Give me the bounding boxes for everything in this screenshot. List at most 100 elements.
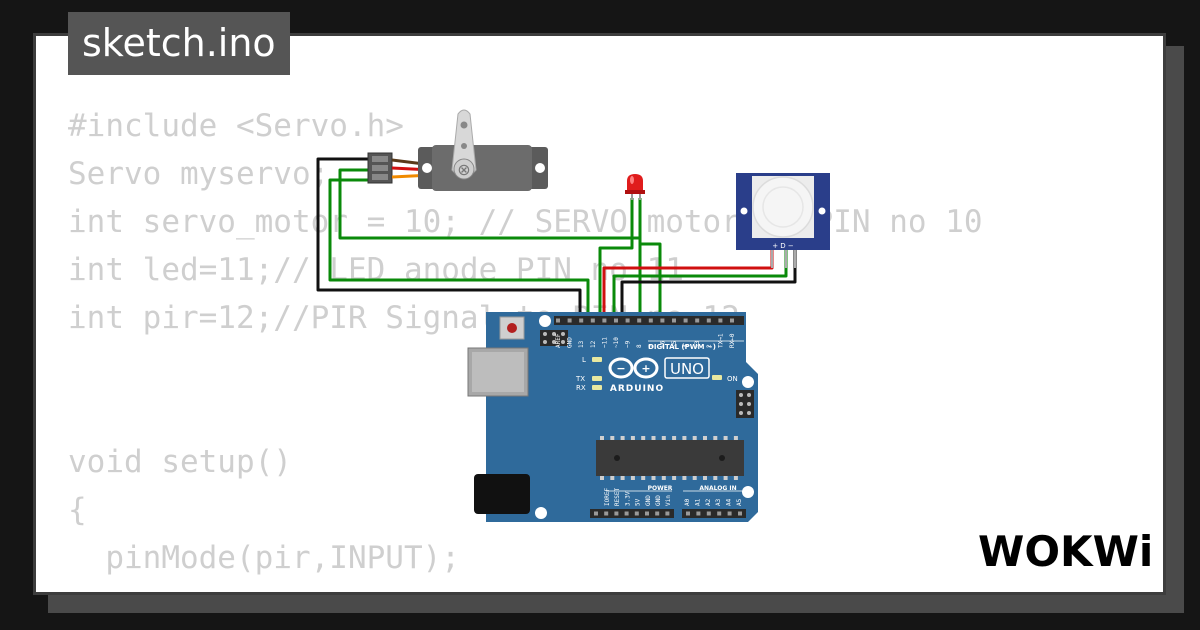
analog-pin-label: A0 bbox=[684, 498, 691, 506]
header-pin[interactable] bbox=[660, 318, 665, 323]
arduino-model-text: UNO bbox=[670, 360, 704, 378]
power-header bbox=[590, 509, 674, 518]
analog-pin-label: A4 bbox=[726, 498, 733, 506]
header-pin[interactable] bbox=[645, 511, 649, 516]
led-l-label: L bbox=[582, 356, 586, 364]
header-pin[interactable] bbox=[706, 511, 711, 516]
header-pin[interactable] bbox=[730, 318, 734, 323]
wokwi-logo-text: WOKWi bbox=[978, 527, 1153, 576]
header-pin[interactable] bbox=[637, 318, 642, 323]
code-line: void setup() bbox=[68, 444, 292, 480]
pir-sensor[interactable]: + D − bbox=[736, 173, 830, 268]
header-pin[interactable] bbox=[648, 318, 653, 323]
header-pin[interactable] bbox=[695, 318, 700, 323]
analog-header-label: ANALOG IN bbox=[699, 485, 736, 492]
code-line: int servo_motor = 10; // SERVO motor to … bbox=[68, 204, 983, 240]
wire-led-anode[interactable] bbox=[598, 198, 634, 318]
header-pin[interactable] bbox=[594, 511, 598, 516]
power-jack bbox=[474, 474, 530, 514]
file-name-tab[interactable]: sketch.ino bbox=[68, 12, 290, 75]
red-led[interactable] bbox=[625, 174, 645, 200]
power-pin-label: Vin bbox=[665, 495, 672, 506]
code-line: { bbox=[68, 492, 87, 528]
code-line: int led=11;// LED anode PIN no 11 bbox=[68, 252, 684, 288]
header-pin[interactable] bbox=[686, 511, 690, 516]
header-pin[interactable] bbox=[655, 511, 660, 516]
power-header-label: POWER bbox=[648, 485, 673, 492]
digital-pin-label: 12 bbox=[590, 340, 597, 348]
digital-pin-label: ~5 bbox=[671, 340, 678, 348]
header-pin[interactable] bbox=[683, 318, 688, 323]
power-pin-label: GND bbox=[645, 495, 652, 506]
servo-mount-hole bbox=[422, 163, 432, 173]
header-pin[interactable] bbox=[672, 318, 676, 323]
power-pin-label: IOREF bbox=[604, 488, 611, 506]
wire-servo-power[interactable] bbox=[328, 178, 590, 318]
digital-pin-label: RX←0 bbox=[729, 333, 736, 348]
digital-pin-label: ~6 bbox=[659, 340, 666, 348]
wire-led-cathode[interactable] bbox=[638, 198, 662, 318]
header-pin[interactable] bbox=[665, 511, 670, 516]
header-pin[interactable] bbox=[624, 511, 629, 516]
svg-text:+: + bbox=[641, 362, 650, 375]
header-pin[interactable] bbox=[604, 511, 609, 516]
digital-pin-label: ~10 bbox=[613, 337, 620, 348]
pir-dome bbox=[752, 176, 814, 238]
wire-servo-ground[interactable] bbox=[316, 157, 582, 318]
analog-pin-label: A2 bbox=[705, 498, 712, 506]
arduino-infinity-logo bbox=[608, 357, 659, 379]
analog-pin-label: A3 bbox=[715, 498, 722, 506]
analog-pin-label: A5 bbox=[736, 498, 743, 506]
header-pin[interactable] bbox=[634, 511, 639, 516]
digital-pin-label: 4 bbox=[683, 344, 690, 348]
wire-pir-ground[interactable] bbox=[620, 250, 797, 318]
digital-pin-label: ~11 bbox=[601, 337, 608, 348]
header-pin[interactable] bbox=[579, 318, 584, 323]
wokwi-logo: WOKWi bbox=[978, 527, 1153, 576]
header-pin[interactable] bbox=[727, 511, 732, 516]
code-line: #include <Servo.h> bbox=[68, 108, 404, 144]
wire-servo-signal[interactable] bbox=[338, 168, 642, 318]
digital-pin-label: 2 bbox=[706, 344, 713, 348]
digital-pin-label: ~9 bbox=[625, 340, 632, 348]
header-pin[interactable] bbox=[738, 511, 742, 516]
analog-pin-label: A1 bbox=[694, 498, 701, 506]
digital-pin-label: 8 bbox=[636, 344, 643, 348]
digital-pin-label: AREF bbox=[555, 333, 562, 348]
header-pin[interactable] bbox=[567, 318, 572, 323]
wire-pir-vcc[interactable] bbox=[602, 250, 774, 318]
power-pin-label: 3.3V bbox=[624, 491, 631, 506]
servo-motor[interactable]: ⊗ bbox=[367, 109, 548, 191]
analog-header bbox=[682, 509, 746, 518]
pir-pin-labels: + D − bbox=[772, 242, 794, 250]
header-pin[interactable] bbox=[614, 511, 619, 516]
servo-mount-hole bbox=[535, 163, 545, 173]
arduino-uno-board[interactable]: AREF GND 13 12 ~11 ~10 ~9 8 7 ~6 ~5 4 ~3 2 TX→1 RX←0 DI… bbox=[467, 312, 758, 522]
digital-pin-label: ~3 bbox=[694, 340, 701, 348]
code-line: pinMode(pir,INPUT); bbox=[68, 540, 460, 576]
header-pin[interactable] bbox=[625, 318, 630, 323]
svg-text:⊗: ⊗ bbox=[457, 160, 470, 179]
header-pin[interactable] bbox=[696, 511, 701, 516]
power-pin-label: RESET bbox=[614, 488, 621, 506]
header-pin[interactable] bbox=[602, 318, 607, 323]
header-pin[interactable] bbox=[614, 318, 618, 323]
digital-header-label: DIGITAL (PWM ~) bbox=[648, 343, 716, 351]
digital-pin-label: 13 bbox=[578, 340, 585, 348]
led-rx-label: RX bbox=[576, 384, 586, 392]
header-pin[interactable] bbox=[556, 318, 560, 323]
power-pin-label: 5V bbox=[635, 498, 642, 506]
power-pin-label: GND bbox=[655, 495, 662, 506]
digital-pin-label: GND bbox=[567, 337, 574, 348]
header-pin[interactable] bbox=[718, 318, 723, 323]
code-line: pinMode(led,OUTPUT); bbox=[68, 582, 983, 592]
code-preview: #include <Servo.h>Servo myservo;int serv… bbox=[68, 102, 983, 592]
arduino-brand-text: ARDUINO bbox=[610, 384, 664, 394]
svg-text:−: − bbox=[616, 362, 625, 375]
header-pin[interactable] bbox=[717, 511, 722, 516]
header-pin[interactable] bbox=[706, 318, 711, 323]
digital-pin-label: TX→1 bbox=[717, 333, 724, 348]
header-pin[interactable] bbox=[590, 318, 595, 323]
digital-pin-label: 7 bbox=[648, 344, 655, 348]
